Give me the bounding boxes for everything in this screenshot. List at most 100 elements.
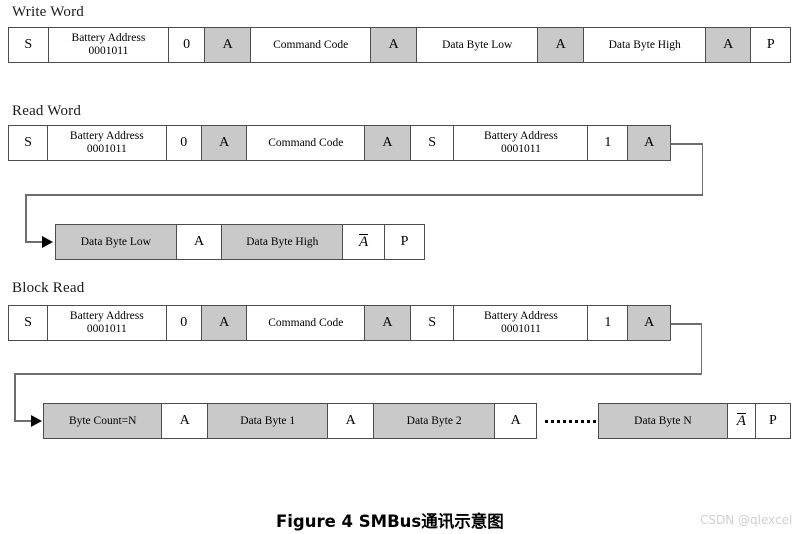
protocol-cell-label: Data Byte Low	[80, 235, 151, 248]
protocol-cell-p: P	[755, 404, 790, 438]
protocol-cell-label: Command Code	[268, 136, 344, 149]
protocol-cell-1: 1	[588, 306, 629, 340]
protocol-cell-sublabel: 0001011	[86, 323, 127, 335]
protocol-cell-label: A	[359, 234, 369, 250]
read-word-connector-segment-v2	[25, 194, 27, 242]
protocol-cell-a: A	[343, 225, 386, 259]
protocol-cell-a: A	[201, 306, 248, 340]
protocol-cell-a: A	[371, 28, 418, 62]
protocol-cell-0: 0	[166, 306, 202, 340]
protocol-cell-byte-count-n: Byte Count=N	[44, 404, 163, 438]
protocol-cell-a: A	[201, 126, 248, 160]
protocol-cell-label: A	[510, 413, 521, 429]
protocol-cell-command-code: Command Code	[251, 28, 372, 62]
protocol-cell-label: A	[644, 315, 655, 331]
protocol-cell-label: S	[428, 135, 437, 151]
protocol-cell-label: S	[428, 315, 437, 331]
protocol-cell-0: 0	[169, 28, 205, 62]
read-word-connector-segment-h3	[25, 241, 49, 243]
ellipsis-dot	[551, 420, 554, 423]
protocol-cell-label: A	[194, 234, 205, 250]
protocol-cell-a: A	[706, 28, 752, 62]
protocol-cell-label: Data Byte High	[246, 235, 319, 248]
protocol-cell-s: S	[9, 306, 48, 340]
ellipsis-dot	[581, 420, 584, 423]
ellipsis-dot	[575, 420, 578, 423]
protocol-cell-p: P	[385, 225, 425, 259]
protocol-cell-label: Battery Address	[71, 32, 146, 45]
protocol-cell-label: A	[555, 37, 566, 53]
protocol-cell-label: 1	[604, 135, 612, 151]
protocol-cell-a: A	[162, 404, 209, 438]
protocol-cell-label: P	[766, 37, 775, 53]
block-read-frame-bottom-right: Data Byte N A P	[598, 403, 791, 439]
protocol-cell-command-code: Command Code	[247, 306, 366, 340]
protocol-cell-a: A	[628, 306, 671, 340]
protocol-cell-label: A	[219, 315, 230, 331]
protocol-cell-label: Battery Address	[484, 310, 558, 323]
protocol-cell-label: Battery Address	[69, 130, 144, 143]
protocol-cell-label: S	[24, 315, 32, 331]
protocol-cell-a: A	[365, 126, 411, 160]
protocol-cell-label: Data Byte N	[634, 414, 692, 427]
protocol-cell-label: A	[723, 37, 734, 53]
protocol-cell-label: 1	[604, 315, 612, 331]
protocol-cell-a: A	[176, 225, 223, 259]
protocol-cell-a: A	[204, 28, 252, 62]
watermark: CSDN @qlexcel	[700, 513, 793, 527]
protocol-cell-label: S	[24, 135, 32, 151]
protocol-cell-a: A	[727, 404, 756, 438]
protocol-cell-label: P	[769, 413, 777, 429]
protocol-cell-label: A	[222, 37, 233, 53]
protocol-cell-s: S	[9, 28, 49, 62]
block-read-connector-segment-h3	[14, 420, 37, 422]
block-read-connector-arrowhead	[31, 415, 42, 427]
ellipsis-dot	[593, 420, 596, 423]
protocol-cell-s: S	[410, 126, 455, 160]
protocol-cell-label: Data Byte High	[608, 38, 681, 51]
protocol-cell-a: A	[328, 404, 374, 438]
read-word-connector-segment-h2	[25, 194, 703, 196]
protocol-cell-a: A	[538, 28, 585, 62]
protocol-cell-data-byte-low: Data Byte Low	[56, 225, 177, 259]
protocol-cell-data-byte-high: Data Byte High	[222, 225, 344, 259]
ellipsis-dot	[563, 420, 566, 423]
protocol-cell-label: A	[219, 135, 230, 151]
protocol-cell-label: A	[179, 413, 190, 429]
protocol-cell-sublabel: 0001011	[501, 323, 541, 335]
protocol-cell-label: Battery Address	[484, 130, 558, 143]
section-title-block-read: Block Read	[12, 280, 85, 296]
read-word-frame-bottom: Data Byte Low A Data Byte High A P	[55, 224, 425, 260]
block-read-connector-segment-v2	[14, 373, 16, 421]
protocol-cell-label: Data Byte 1	[240, 414, 296, 427]
ellipsis-dot	[557, 420, 560, 423]
ellipsis-dot	[587, 420, 590, 423]
read-word-connector-segment-h1	[671, 143, 703, 145]
protocol-cell-data-byte-1: Data Byte 1	[208, 404, 329, 438]
protocol-cell-label: 0	[180, 315, 188, 331]
block-read-frame-bottom-left: Byte Count=N A Data Byte 1 A Data Byte 2 A	[43, 403, 537, 439]
protocol-cell-sublabel: 0001011	[501, 143, 541, 155]
block-read-connector-segment-v1	[700, 323, 702, 374]
protocol-cell-label: A	[382, 135, 393, 151]
protocol-cell-data-byte-low: Data Byte Low	[417, 28, 539, 62]
protocol-cell-label: A	[736, 413, 746, 429]
protocol-cell-label: Command Code	[273, 38, 349, 51]
protocol-cell-label: P	[400, 234, 409, 250]
protocol-cell-p: P	[751, 28, 791, 62]
protocol-cell-s: S	[9, 126, 48, 160]
protocol-cell-label: 0	[183, 37, 191, 53]
protocol-cell-0: 0	[166, 126, 202, 160]
protocol-cell-label: 0	[180, 135, 188, 151]
protocol-cell-label: A	[345, 413, 356, 429]
block-read-connector-segment-h1	[671, 323, 702, 325]
protocol-cell-label: Data Byte 2	[406, 414, 462, 427]
